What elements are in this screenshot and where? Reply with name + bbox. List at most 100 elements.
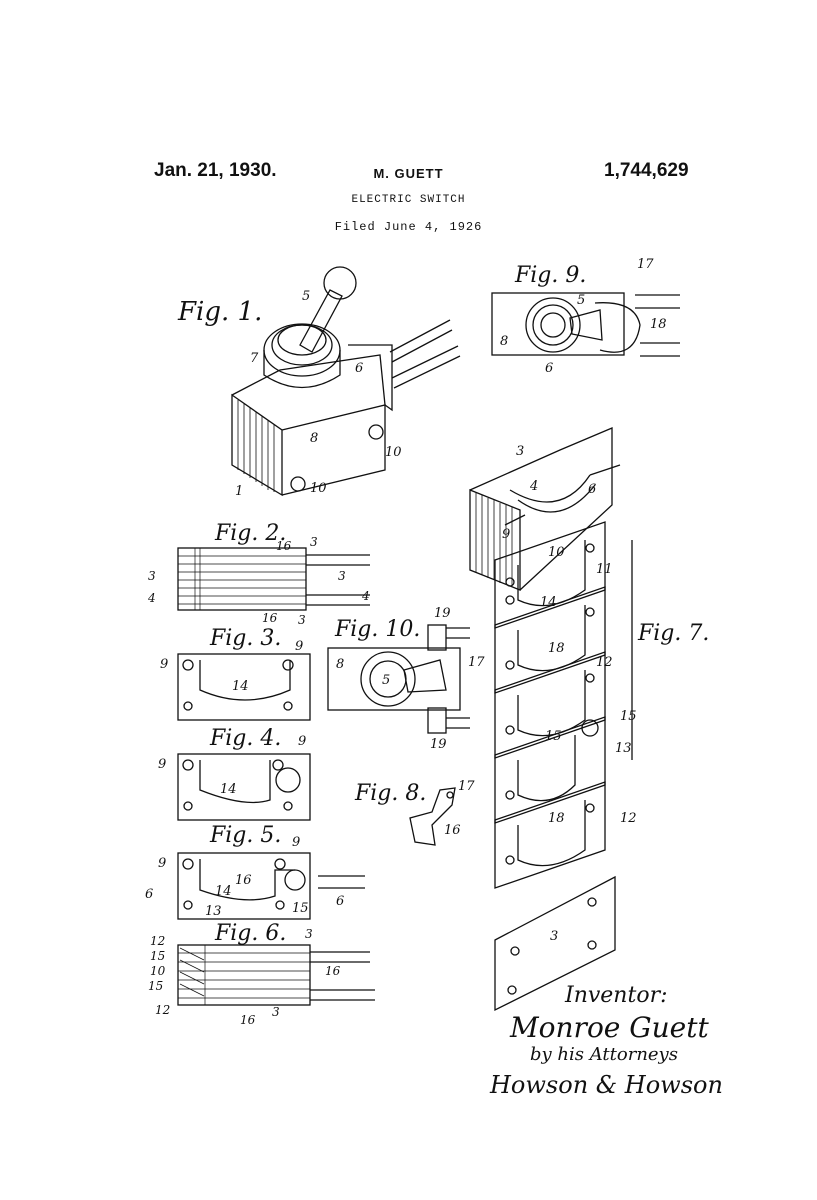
fig1-lamination-lines [237, 400, 275, 492]
fig7-plate-18b [494, 781, 606, 889]
fig4-plate [177, 753, 311, 821]
ref-4: 4 [147, 591, 156, 605]
ref-8: 8 [336, 657, 344, 672]
figure-10: Fig. 10. 19 8 5 17 19 [327, 606, 485, 752]
patent-number: 1,744,629 [604, 160, 689, 181]
ref-15: 15 [150, 949, 165, 963]
ref-17: 17 [468, 655, 485, 670]
ref-16: 16 [325, 964, 341, 978]
ref-10: 10 [385, 445, 402, 460]
ref-6: 6 [336, 894, 344, 909]
attorneys-signature: Howson & Howson [489, 1071, 723, 1099]
inventor-header: M. GUETT [373, 166, 444, 181]
ref-16: 16 [444, 823, 461, 838]
fig10-label: Fig. 10. [334, 617, 420, 642]
figure-2: Fig. 2. 3 16 3 3 4 4 16 3 [147, 521, 370, 627]
ref-9: 9 [292, 835, 300, 850]
ref-6: 6 [145, 887, 153, 902]
ref-3: 3 [338, 569, 346, 583]
fig7-end-plate [494, 875, 616, 1012]
fig5-cutout [199, 859, 295, 901]
ref-8: 8 [310, 431, 318, 446]
ref-9: 9 [158, 856, 166, 871]
ref-17: 17 [637, 257, 654, 272]
ref-14: 14 [220, 782, 237, 797]
ref-17: 17 [458, 779, 475, 794]
ref-8: 8 [500, 334, 508, 349]
ref-3: 3 [298, 613, 306, 627]
ref-12: 12 [596, 655, 613, 670]
ref-1: 1 [235, 484, 243, 499]
fig5-plate [177, 852, 311, 920]
ref-15: 15 [148, 979, 163, 993]
ref-6: 6 [588, 482, 596, 497]
fig1-top-face [231, 354, 386, 406]
fig4-label: Fig. 4. [209, 726, 281, 751]
fig8-label: Fig. 8. [354, 781, 426, 806]
fig4-cutout [199, 760, 271, 804]
ref-16: 16 [276, 539, 292, 553]
ref-6: 6 [545, 361, 553, 376]
ref-3: 3 [516, 444, 524, 459]
ref-5: 5 [302, 289, 310, 304]
fig1-screw [290, 476, 306, 492]
fig9-contact [569, 309, 603, 341]
fig7-label: Fig. 7. [637, 621, 709, 646]
inventor-label: Inventor: [564, 983, 668, 1008]
ref-14: 14 [540, 595, 557, 610]
ref-19: 19 [434, 606, 451, 621]
ref-9: 9 [160, 657, 168, 672]
figure-4: Fig. 4. 9 9 14 [158, 726, 311, 821]
attorneys-by-line: by his Attorneys [530, 1044, 678, 1065]
fig1-front-face [281, 404, 386, 496]
inventor-signature: Monroe Guett [509, 1011, 709, 1044]
fig9-body [491, 292, 625, 356]
figure-5: Fig. 5. 9 9 6 16 14 13 15 6 [145, 823, 365, 920]
ref-9: 9 [158, 757, 166, 772]
ref-18: 18 [548, 811, 565, 826]
fig3-label: Fig. 3. [209, 626, 281, 651]
fig7-plate-10 [494, 521, 606, 629]
figure-7: Fig. 7. 3 4 6 9 10 11 14 18 12 15 15 13 … [469, 427, 709, 1012]
fig2-body [177, 547, 307, 611]
ref-19: 19 [430, 737, 447, 752]
ref-16: 16 [235, 873, 252, 888]
ref-14: 14 [232, 679, 249, 694]
ref-5: 5 [382, 673, 390, 688]
fig1-screw [368, 424, 384, 440]
signature-block: Inventor: Monroe Guett by his Attorneys … [489, 983, 723, 1099]
ref-15: 15 [292, 901, 309, 916]
ref-10: 10 [310, 481, 327, 496]
ref-18: 18 [548, 641, 565, 656]
patent-title: ELECTRIC SWITCH [351, 194, 466, 206]
figure-9: Fig. 9. 17 5 18 8 6 [491, 257, 680, 376]
fig1-handle [299, 289, 343, 353]
fig2-label: Fig. 2. [214, 521, 286, 546]
ref-3: 3 [310, 535, 318, 549]
figure-1: Fig. 1. 5 7 6 8 10 10 [177, 266, 461, 499]
ref-13: 13 [615, 741, 632, 756]
ref-3: 3 [272, 1005, 280, 1019]
figure-6: Fig. 6. 12 3 15 10 16 15 12 3 16 [148, 921, 375, 1027]
figure-8: Fig. 8. 17 16 [354, 779, 475, 846]
fig1-back-plate [348, 344, 393, 412]
fig9-label: Fig. 9. [514, 263, 586, 288]
ref-13: 13 [205, 904, 222, 919]
fig3-cutout [199, 660, 291, 701]
ref-5: 5 [577, 293, 585, 308]
fig1-bushing [263, 323, 341, 377]
ref-4: 4 [361, 589, 370, 603]
fig1-label: Fig. 1. [177, 297, 262, 327]
ref-16: 16 [240, 1013, 256, 1027]
ref-18: 18 [650, 317, 667, 332]
fig8-contact-piece [409, 787, 456, 846]
ref-16: 16 [262, 611, 278, 625]
ref-3: 3 [148, 569, 156, 583]
ref-3: 3 [305, 927, 313, 941]
fig1-side-laminations [231, 393, 283, 497]
figure-3: Fig. 3. 9 9 14 [160, 626, 311, 721]
fig6-body [177, 944, 311, 1006]
patent-date: Jan. 21, 1930. [154, 160, 277, 181]
fig7-block-front [469, 427, 613, 591]
